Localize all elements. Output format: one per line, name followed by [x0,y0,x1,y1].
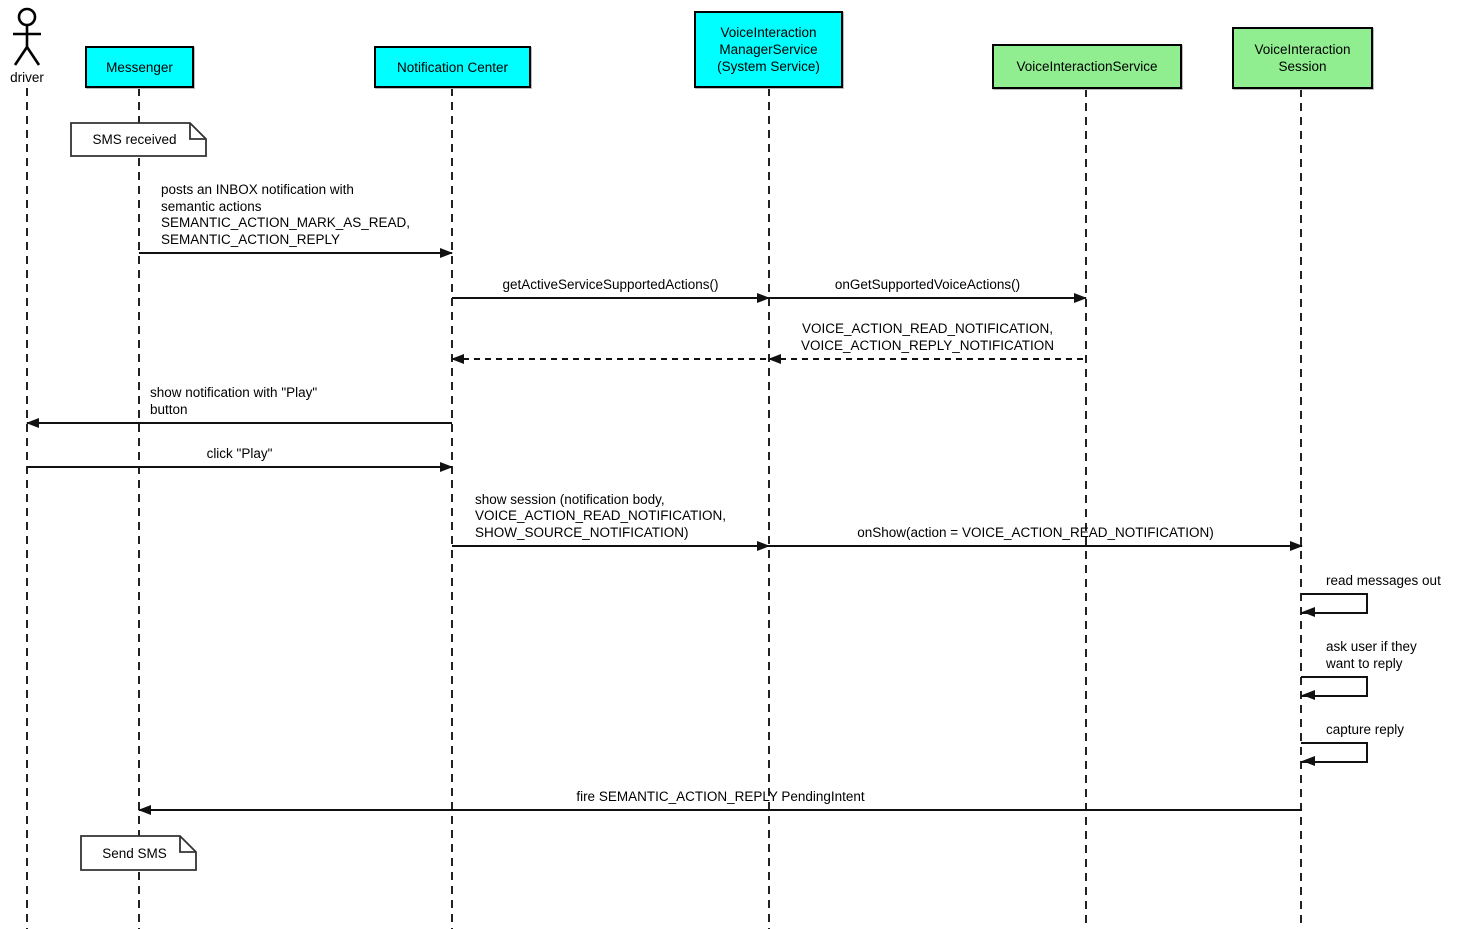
message-label: posts an INBOX notification with semanti… [161,182,411,247]
note-sms-received-text: SMS received [92,132,177,147]
self-message-capture-reply: capture reply [1301,722,1404,766]
note-send-sms: Send SMS [80,835,197,871]
message-line [27,466,452,468]
message-line [452,297,769,299]
message-label: show session (notification body, VOICE_A… [475,491,727,540]
message-label: read messages out [1326,572,1441,588]
message-line [769,297,1086,299]
arrowhead-left-icon [768,354,781,364]
note-sms-received: SMS received [70,122,207,157]
note-send-sms-text: Send SMS [102,845,167,861]
arrowhead-left-icon [138,805,151,815]
message-label: click "Play" [206,445,273,461]
lifeline-voice-interaction-service [1085,89,1087,929]
message-label: onGetSupportedVoiceActions() [834,276,1021,292]
message-label: capture reply [1326,721,1405,737]
message-line [27,422,452,424]
lifeline-voice-interaction-session [1300,89,1302,929]
note-shape [70,122,207,157]
message-line [452,545,769,547]
message-label: show notification with "Play" button [150,385,318,417]
self-loop-line [1301,742,1368,763]
lifeline-voice-interaction-manager-service [768,88,770,929]
arrowhead-left-icon [26,418,39,428]
arrowhead-left-icon [451,354,464,364]
note-shape [80,835,197,871]
arrowhead-left-icon [1302,756,1315,766]
actor-driver-label: driver [10,70,44,85]
message-label: ask user if they want to reply [1326,639,1417,671]
actor-icon [13,7,41,66]
message-line [139,809,1302,811]
participant-notification-center: Notification Center [374,46,531,88]
participant-messenger: Messenger [85,46,194,88]
arrowhead-left-icon [1302,607,1315,617]
actor-driver: driver [2,6,52,85]
arrowhead-right-icon [1074,293,1087,303]
message-line [452,358,769,360]
arrowhead-right-icon [757,541,770,551]
message-line [769,545,1302,547]
arrowhead-left-icon [1302,690,1315,700]
lifeline-driver [26,88,28,929]
participant-voice-interaction-session: VoiceInteraction Session [1232,27,1373,89]
arrowhead-right-icon [757,293,770,303]
arrowhead-right-icon [440,462,453,472]
self-message-read-messages-out: read messages out [1301,573,1441,617]
self-message-ask-user-reply: ask user if they want to reply [1301,639,1417,700]
arrowhead-right-icon [1290,541,1303,551]
message-label: onShow(action = VOICE_ACTION_READ_NOTIFI… [857,524,1214,540]
message-label: fire SEMANTIC_ACTION_REPLY PendingIntent [576,788,865,804]
message-line [139,252,452,254]
self-loop-line [1301,593,1368,614]
message-label: getActiveServiceSupportedActions() [502,276,719,292]
arrowhead-right-icon [440,248,453,258]
message-line [769,358,1086,360]
participant-voice-interaction-manager-service: VoiceInteraction ManagerService (System … [694,11,843,88]
participant-voice-interaction-service: VoiceInteractionService [992,44,1182,89]
self-loop-line [1301,676,1368,697]
message-label: VOICE_ACTION_READ_NOTIFICATION, VOICE_AC… [800,321,1055,353]
lifeline-messenger [138,88,140,929]
lifeline-notification-center [451,88,453,929]
